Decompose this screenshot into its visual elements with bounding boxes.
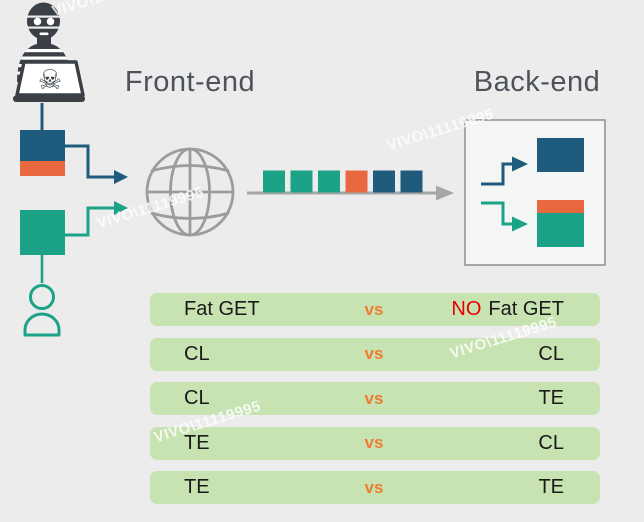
row-vs-label: vs bbox=[364, 477, 384, 497]
user-shoulders bbox=[23, 312, 61, 337]
user-icon bbox=[23, 284, 61, 337]
backend-bottom-block-orange-segment bbox=[537, 200, 584, 213]
backend-top-block bbox=[537, 138, 584, 172]
row-left-label: Fat GET bbox=[184, 298, 260, 320]
stream-square-4 bbox=[345, 170, 368, 193]
backend-bottom-arrowhead bbox=[512, 216, 528, 232]
comparison-row-cl-cl: CL vs CL bbox=[150, 337, 600, 371]
globe-latitude-upper bbox=[150, 164, 230, 173]
hacker-eye bbox=[46, 17, 55, 26]
backend-top-arrow-line bbox=[481, 162, 512, 186]
backend-bottom-arrow-line bbox=[481, 201, 512, 226]
front-end-heading: Front-end bbox=[124, 66, 256, 98]
backend-top-arrowhead bbox=[512, 156, 528, 172]
row-left-label: TE bbox=[184, 431, 210, 454]
row-vs-label: vs bbox=[364, 299, 384, 319]
row-right-label: CL bbox=[538, 342, 564, 365]
row-left-label: CL bbox=[184, 387, 210, 409]
row-left-label: CL bbox=[184, 342, 210, 365]
attacker-request-arrowhead bbox=[114, 170, 128, 184]
globe-icon bbox=[145, 147, 235, 237]
attacker-request-block bbox=[20, 130, 65, 176]
row-right-label: TE bbox=[538, 387, 564, 409]
row-right-label: TE bbox=[538, 476, 564, 498]
skull-crossbones-icon: ☠ bbox=[38, 65, 62, 95]
stream-arrowhead bbox=[436, 185, 454, 201]
request-stream-arrow bbox=[247, 170, 454, 201]
stream-square-1 bbox=[263, 170, 285, 193]
row-right-no-prefix: NO bbox=[451, 298, 482, 320]
user-request-arrowhead bbox=[114, 201, 128, 215]
stream-square-2 bbox=[290, 170, 313, 193]
attacker-request-orange-segment bbox=[20, 161, 65, 176]
comparison-table: Fat GET vs NO Fat GET CL vs CL CL vs TE T… bbox=[150, 293, 600, 516]
laptop-base bbox=[13, 95, 85, 102]
stream-square-3 bbox=[318, 170, 340, 193]
row-right-label: CL bbox=[538, 431, 564, 454]
row-vs-label: vs bbox=[364, 344, 384, 363]
comparison-row-te-te: TE vs TE bbox=[150, 471, 600, 504]
hacker-mouth bbox=[39, 32, 49, 36]
attacker-request-blue-segment bbox=[20, 130, 65, 161]
row-right-cell: CL bbox=[404, 343, 600, 366]
hacker-eye bbox=[33, 17, 42, 26]
comparison-row-te-cl: TE vs CL bbox=[150, 426, 600, 460]
back-end-heading: Back-end bbox=[473, 66, 601, 98]
backend-box bbox=[464, 119, 606, 266]
comparison-row-cl-te: CL vs TE bbox=[150, 382, 600, 415]
row-right-label: Fat GET bbox=[488, 298, 564, 320]
row-right-cell: NO Fat GET bbox=[404, 298, 600, 321]
row-right-cell: TE bbox=[404, 387, 600, 410]
globe-latitude-lower bbox=[150, 211, 230, 220]
backend-bottom-block-teal-segment bbox=[537, 213, 584, 247]
attacker-request-arrow-line bbox=[65, 144, 114, 179]
hacker-laptop-skull-icon: ☠ bbox=[13, 2, 85, 102]
row-left-label: TE bbox=[184, 476, 210, 498]
user-request-block bbox=[20, 210, 65, 255]
hacker-head bbox=[27, 2, 60, 40]
stream-square-6 bbox=[400, 170, 423, 193]
row-vs-label: vs bbox=[364, 388, 384, 408]
user-head bbox=[29, 284, 55, 310]
stream-square-5 bbox=[373, 170, 395, 193]
user-request-arrow-line bbox=[65, 206, 114, 237]
laptop-screen bbox=[15, 60, 85, 97]
row-right-cell: CL bbox=[404, 432, 600, 455]
row-vs-label: vs bbox=[364, 433, 384, 452]
row-right-cell: TE bbox=[404, 476, 600, 499]
comparison-row-fatget: Fat GET vs NO Fat GET bbox=[150, 293, 600, 326]
